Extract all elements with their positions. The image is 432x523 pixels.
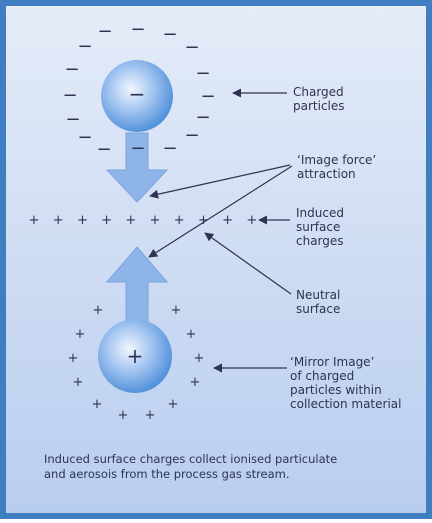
surface-charge-sign: + <box>101 213 112 228</box>
surface-charge-sign: + <box>174 213 185 228</box>
negative-charge-sign: − <box>195 63 210 84</box>
negative-charge-sign: − <box>77 127 92 148</box>
positive-charge-sign: + <box>145 408 156 423</box>
positive-charge-sign: + <box>68 351 79 366</box>
negative-charge-sign: − <box>65 109 80 130</box>
negative-center-sign: − <box>129 82 146 106</box>
positive-charge-sign: + <box>73 375 84 390</box>
negative-charge-sign: − <box>162 138 177 159</box>
image-force-pointer-up <box>148 165 293 258</box>
negative-particle-sphere <box>101 60 173 132</box>
neutral-surface-pointer <box>204 232 292 295</box>
surface-charge-sign: + <box>198 213 209 228</box>
negative-charge-sign: − <box>62 85 77 106</box>
positive-charge-sign: + <box>171 303 182 318</box>
negative-charge-sign: − <box>184 125 199 146</box>
positive-charge-sign: + <box>118 408 129 423</box>
attraction-arrow-down <box>105 132 169 203</box>
surface-charge-sign: + <box>222 213 233 228</box>
surface-charge-sign: + <box>53 213 64 228</box>
negative-charges-ring: −−−−−−−−−−−−−−−− <box>62 19 215 160</box>
negative-charge-sign: − <box>184 37 199 58</box>
negative-charge-sign: − <box>130 19 145 40</box>
image-force-label: ‘Image force’ attraction <box>297 153 377 181</box>
surface-charge-sign: + <box>150 213 161 228</box>
positive-charge-sign: + <box>190 375 201 390</box>
negative-charge-sign: − <box>77 36 92 57</box>
positive-charge-sign: + <box>186 327 197 342</box>
negative-charge-sign: − <box>96 139 111 160</box>
negative-charge-sign: − <box>195 107 210 128</box>
image-force-pointer-down <box>149 164 291 199</box>
negative-charge-sign: − <box>97 21 112 42</box>
surface-charge-sign: + <box>77 213 88 228</box>
negative-charge-sign: − <box>200 86 215 107</box>
surface-charge-sign: + <box>125 213 136 228</box>
mirror-image-label: ‘Mirror Image’ of charged particles with… <box>290 355 402 411</box>
mirror-particle-sphere <box>98 319 172 393</box>
induced-surface-charges-row: + + + + + + + + + + <box>29 213 258 228</box>
induced-surface-charges-label: Induced surface charges <box>296 206 344 248</box>
positive-charge-sign: + <box>75 327 86 342</box>
surface-charge-sign: + <box>29 213 40 228</box>
negative-charge-sign: − <box>162 24 177 45</box>
positive-charges-ring: + + + + + + + + + + + + <box>68 303 205 423</box>
negative-charge-sign: − <box>64 59 79 80</box>
charged-particles-label: Charged particles <box>293 85 345 113</box>
caption-text: Induced surface charges collect ionised … <box>44 452 338 481</box>
neutral-surface-label: Neutral surface <box>296 288 341 316</box>
surface-charge-sign: + <box>246 213 257 228</box>
positive-center-sign: + <box>127 344 144 368</box>
positive-charge-sign: + <box>93 303 104 318</box>
positive-charge-sign: + <box>194 351 205 366</box>
negative-charge-sign: − <box>130 138 145 159</box>
positive-charge-sign: + <box>168 397 179 412</box>
positive-charge-sign: + <box>92 397 103 412</box>
